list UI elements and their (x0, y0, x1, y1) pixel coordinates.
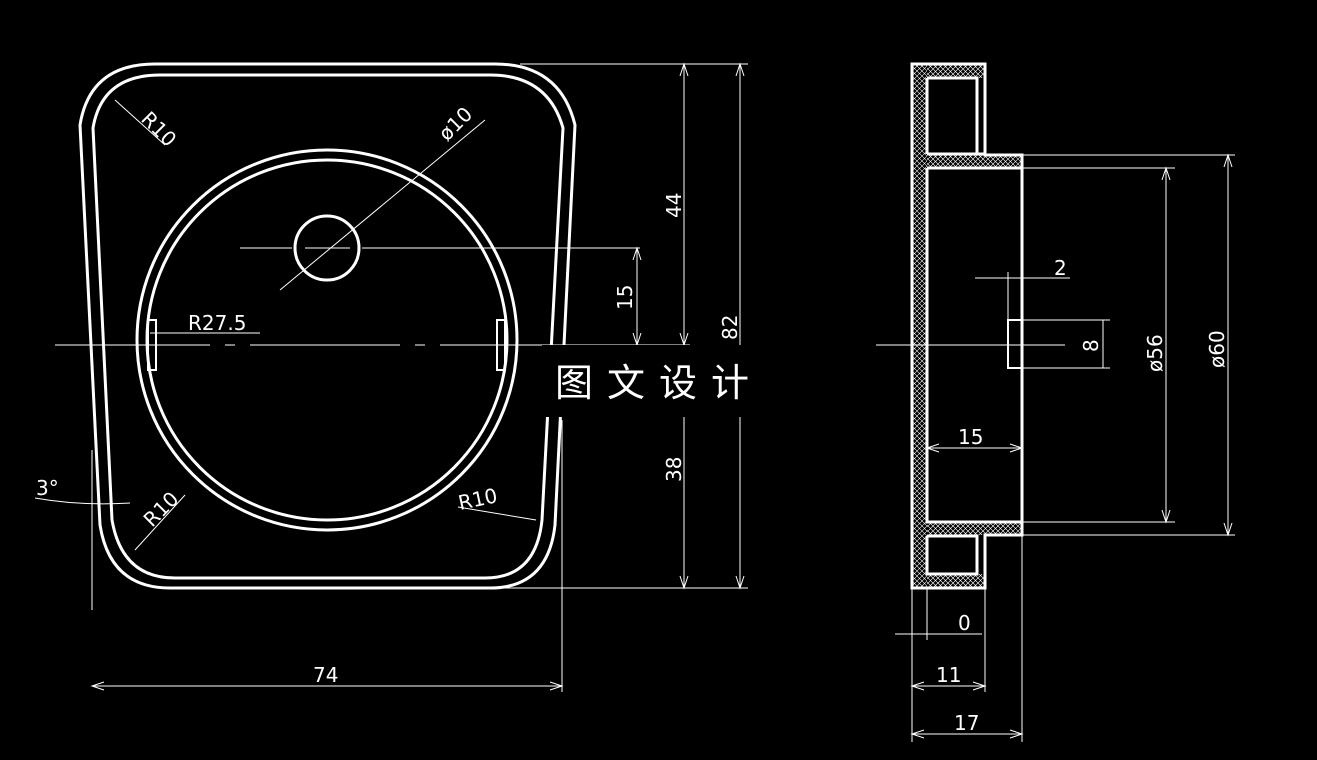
dim-angle-3: 3° (36, 476, 59, 500)
side-hatch (913, 65, 1022, 587)
dim-82: 82 (718, 315, 742, 340)
dim-17: 17 (954, 711, 979, 735)
watermark-text: 图文设计 (555, 361, 763, 405)
dim-74: 74 (313, 663, 338, 687)
dim-11: 11 (936, 663, 961, 687)
main-ring-outer (135, 148, 519, 532)
dim-dia-56: ø56 (1143, 334, 1167, 372)
dim-38: 38 (662, 457, 686, 482)
dim-r10-bottom-left: R10 (139, 487, 184, 532)
side-inner-cavity (925, 166, 1022, 524)
dim-2: 2 (1054, 256, 1067, 280)
dim-r10-bottom-right: R10 (456, 483, 499, 515)
dim-15-front: 15 (613, 285, 637, 310)
side-inner-top (927, 76, 979, 154)
dim-44: 44 (662, 193, 686, 218)
hatch-region (927, 155, 1022, 168)
dim-0: 0 (958, 611, 971, 635)
dim-r10-top-left: R10 (136, 107, 181, 152)
dim-dia-60: ø60 (1205, 330, 1229, 368)
side-inner-bottom (925, 534, 979, 576)
dim-15-side: 15 (958, 425, 983, 449)
hatch-region (913, 65, 927, 587)
watermark-backdrop (542, 345, 782, 417)
dim-8: 8 (1079, 339, 1103, 352)
main-ring-inner (145, 158, 509, 522)
small-hole (293, 214, 361, 282)
front-inner-outline (91, 73, 565, 580)
hatch-region (927, 65, 985, 78)
hatch-region (927, 574, 985, 587)
side-slot (1007, 319, 1023, 369)
hatch-region (927, 522, 1022, 535)
dim-dia-10: ø10 (434, 102, 478, 146)
dim-r27-5: R27.5 (188, 311, 246, 335)
side-view: 2 8 ø56 ø60 15 0 (876, 62, 1235, 742)
